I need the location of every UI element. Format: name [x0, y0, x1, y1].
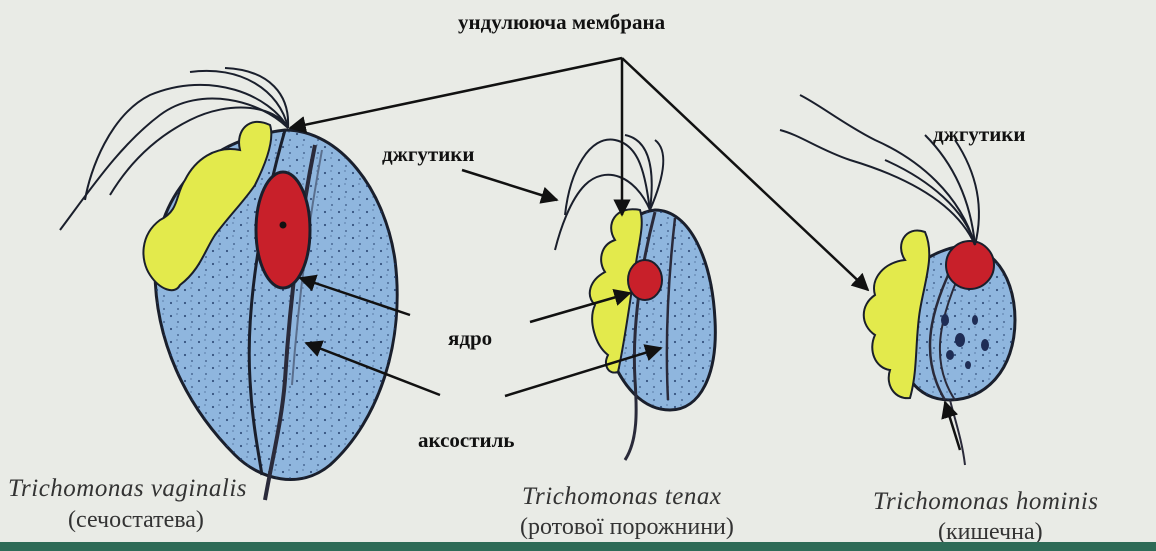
- label-axostyle: аксостиль: [418, 428, 515, 453]
- axostyle-hominis: [950, 400, 965, 465]
- organism-vaginalis: [60, 68, 397, 500]
- label-flagella-2: джгутики: [933, 122, 1026, 147]
- flagella-hominis: [780, 95, 979, 245]
- nucleus-tenax: [628, 260, 662, 300]
- habitat-tenax: (ротової порожнини): [520, 514, 734, 541]
- habitat-vaginalis: (сечостатева): [68, 507, 204, 534]
- nucleus-hominis: [946, 241, 994, 289]
- pointer-membrane-1: [290, 58, 622, 128]
- organism-tenax: [555, 135, 715, 460]
- label-nucleus: ядро: [448, 326, 492, 351]
- species-hominis: Trichomonas hominis: [873, 488, 1099, 516]
- species-vaginalis: Trichomonas vaginalis: [8, 475, 247, 503]
- label-undulating-membrane: ундулююча мембрана: [458, 10, 665, 35]
- nucleus-vaginalis: [256, 172, 310, 288]
- organism-hominis: [780, 95, 1015, 465]
- species-tenax: Trichomonas tenax: [522, 483, 721, 511]
- label-flagella-1: джгутики: [382, 142, 475, 167]
- pointer-flagella-tenax: [462, 170, 557, 200]
- bottom-accent-bar: [0, 542, 1156, 551]
